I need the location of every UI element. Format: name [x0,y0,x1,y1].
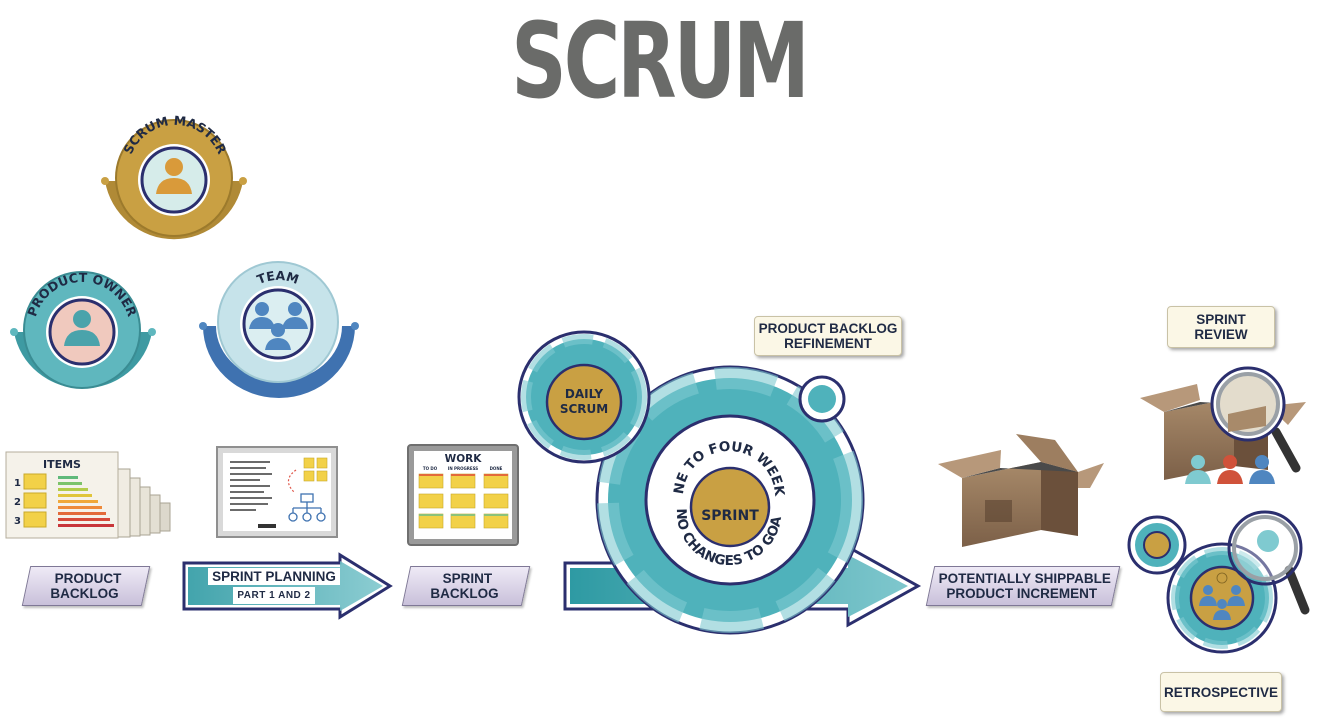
priority-bars [58,476,114,527]
team-badge: TEAM [199,261,359,398]
product-owner-badge: PRODUCT OWNER [10,270,156,389]
daily-scrum-cycle: DAILY SCRUM [517,330,651,464]
retrospective-cycle [1127,515,1278,654]
item-number: 1 [14,478,21,489]
sprint-review-label: SPRINT REVIEW [1167,306,1275,348]
work-column-done: DONE [490,466,503,471]
sprint-planning-label: SPRINT PLANNING PART 1 AND 2 [204,567,344,605]
item-number: 2 [14,497,21,508]
work-board-title: WORK [445,453,483,465]
work-column-progress: IN PROGRESS [448,466,478,471]
team-label: TEAM [255,268,301,287]
retrospective-people-icon [1199,572,1245,620]
daily-scrum-label-2: SCRUM [560,402,608,416]
refinement-indicator [798,375,846,423]
item-number: 3 [14,516,21,527]
retrospective-magnifier-icon [1227,510,1310,615]
planning-whiteboard [216,446,338,538]
product-backlog-label: PRODUCT BACKLOG [21,566,151,606]
work-board: WORK TO DO IN PROGRESS DONE [407,444,519,546]
svg-text:TEAM: TEAM [255,268,301,287]
retrospective-label: RETROSPECTIVE [1160,672,1282,712]
scrum-master-badge: SCRUM MASTER [101,113,247,240]
product-increment-label: POTENTIALLY SHIPPABLE PRODUCT INCREMENT [925,566,1121,606]
product-backlog-refinement-label: PRODUCT BACKLOG REFINEMENT [754,316,902,356]
sprint-review-magnifier-icon [1210,366,1301,473]
team-people-icon [249,302,308,350]
product-increment-box [938,434,1104,547]
sprint-backlog-label: SPRINT BACKLOG [401,566,531,606]
items-card-title: ITEMS [43,458,81,471]
review-people-icon [1185,455,1275,484]
product-backlog-stack: ITEMS 1 2 3 [5,451,171,539]
scrum-master-person-icon [156,158,192,194]
work-cards [418,473,509,529]
sprint-center-label: SPRINT [701,508,759,524]
page-title: SCRUM [511,0,809,122]
daily-scrum-label-1: DAILY [565,387,603,401]
product-owner-person-icon [64,310,100,346]
work-column-todo: TO DO [423,466,438,471]
